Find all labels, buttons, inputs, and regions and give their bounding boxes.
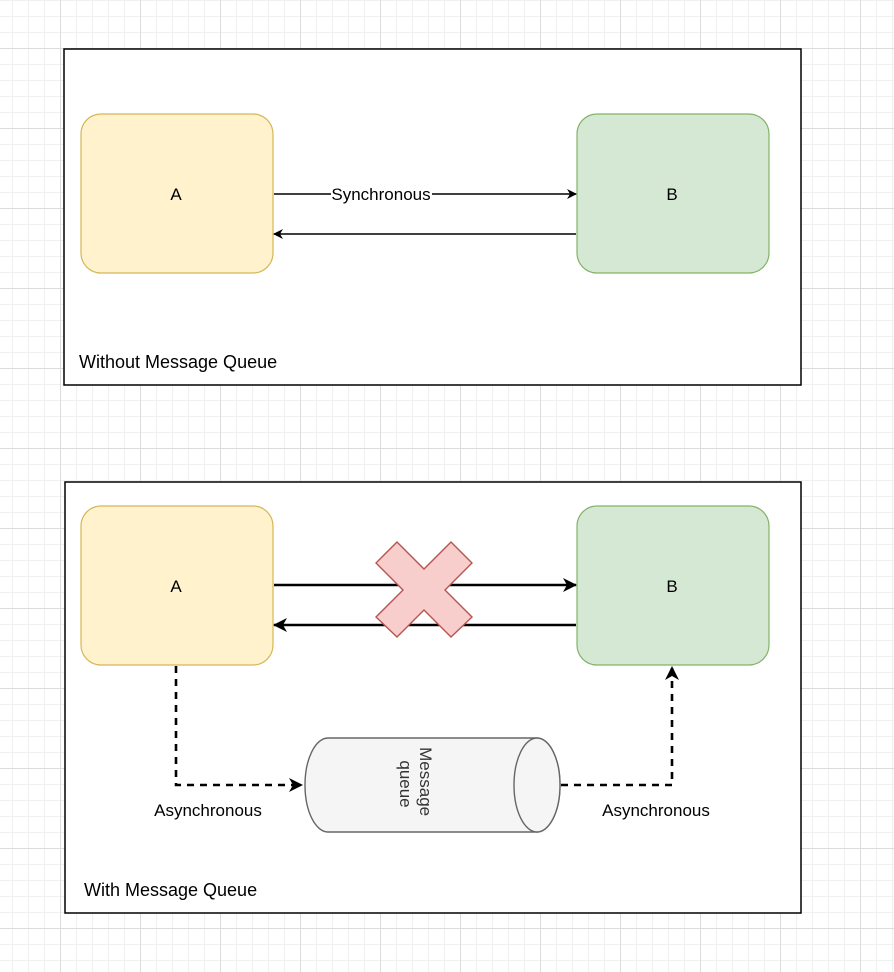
async-enqueue-arrow [174, 666, 303, 792]
node-b-label: B [666, 185, 677, 204]
node-a-box[interactable] [80, 113, 274, 274]
node-a-label: A [170, 577, 182, 596]
async-dequeue-arrow [561, 666, 679, 787]
async-right-label: Asynchronous [602, 801, 710, 820]
message-queue-cylinder[interactable]: Message queue [304, 737, 561, 833]
cross-icon [374, 541, 474, 638]
sync-edge-label: Synchronous [331, 185, 430, 204]
with-queue-diagram: A B Message queue Asynchronous Asynchron… [64, 481, 802, 914]
queue-label: Message queue [396, 747, 435, 821]
queue-label-line-2: queue [396, 760, 415, 807]
node-b-box[interactable] [576, 113, 770, 274]
without-queue-caption: Without Message Queue [79, 352, 277, 372]
node-b-box[interactable] [576, 505, 770, 666]
node-a-box[interactable] [80, 505, 274, 666]
async-left-label: Asynchronous [154, 801, 262, 820]
queue-label-line-1: Message [416, 747, 435, 816]
without-queue-diagram: A B Synchronous Without Message Queue [63, 48, 802, 386]
node-a-label: A [170, 185, 182, 204]
sync-label-background [331, 184, 432, 204]
with-queue-caption: With Message Queue [84, 880, 257, 900]
node-b-label: B [666, 577, 677, 596]
